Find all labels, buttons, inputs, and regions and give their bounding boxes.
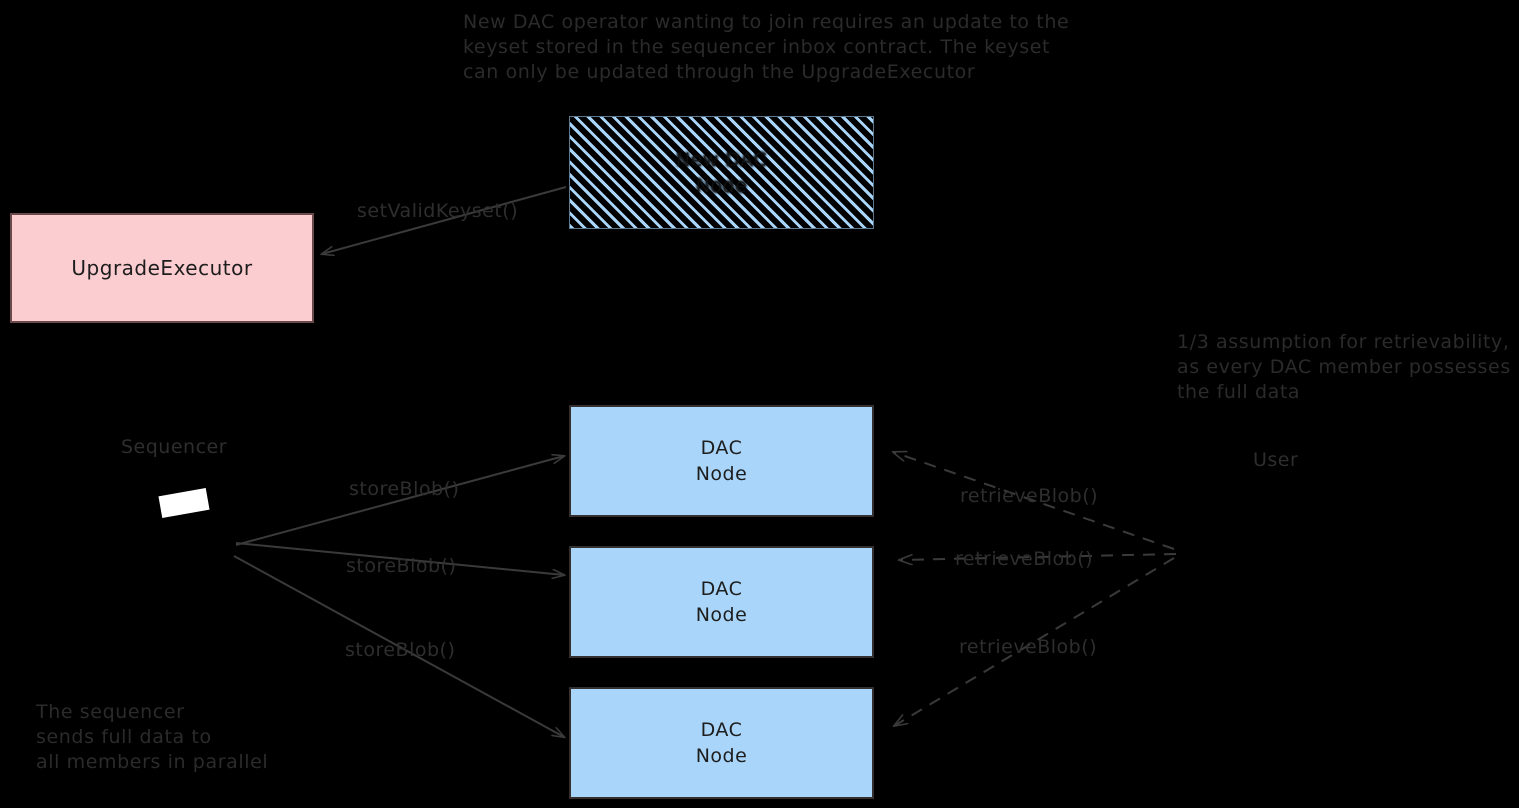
edge-label-store-blob-3: storeBlob(): [345, 639, 456, 661]
edge-label-set-valid-keyset: setValidKeyset(): [357, 200, 519, 222]
note-right-assumption: 1/3 assumption for retrievability, as ev…: [1177, 331, 1511, 403]
node-new-dac-node-label: New DAC Node: [675, 148, 768, 197]
node-dac-node-1[interactable]: DAC Node: [569, 405, 874, 517]
edge-label-retrieve-blob-2: retrieveBlob(): [955, 548, 1094, 570]
edge-label-store-blob-2: storeBlob(): [346, 555, 457, 577]
node-new-dac-node[interactable]: New DAC Node: [569, 116, 874, 229]
node-dac-node-2-label: DAC Node: [695, 578, 748, 626]
node-dac-node-2[interactable]: DAC Node: [569, 546, 874, 658]
edge-label-retrieve-blob-3: retrieveBlob(): [959, 636, 1098, 658]
edge-label-retrieve-blob-1: retrieveBlob(): [960, 485, 1099, 507]
actor-user-label: User: [1253, 449, 1299, 471]
edge-label-store-blob-1: storeBlob(): [349, 478, 460, 500]
node-upgrade-executor-label: UpgradeExecutor: [71, 256, 253, 280]
note-bottom-left-parallel: The sequencer sends full data to all mem…: [36, 701, 269, 773]
edge-store-blob-1: [235, 456, 564, 546]
node-dac-node-3-label: DAC Node: [695, 719, 748, 767]
actor-sequencer-label: Sequencer: [121, 436, 228, 458]
note-top: New DAC operator wanting to join require…: [463, 11, 1070, 83]
node-dac-node-3[interactable]: DAC Node: [569, 687, 874, 799]
node-upgrade-executor[interactable]: UpgradeExecutor: [10, 213, 314, 323]
node-dac-node-1-label: DAC Node: [695, 437, 748, 485]
sequencer-marker-icon: [158, 487, 210, 519]
